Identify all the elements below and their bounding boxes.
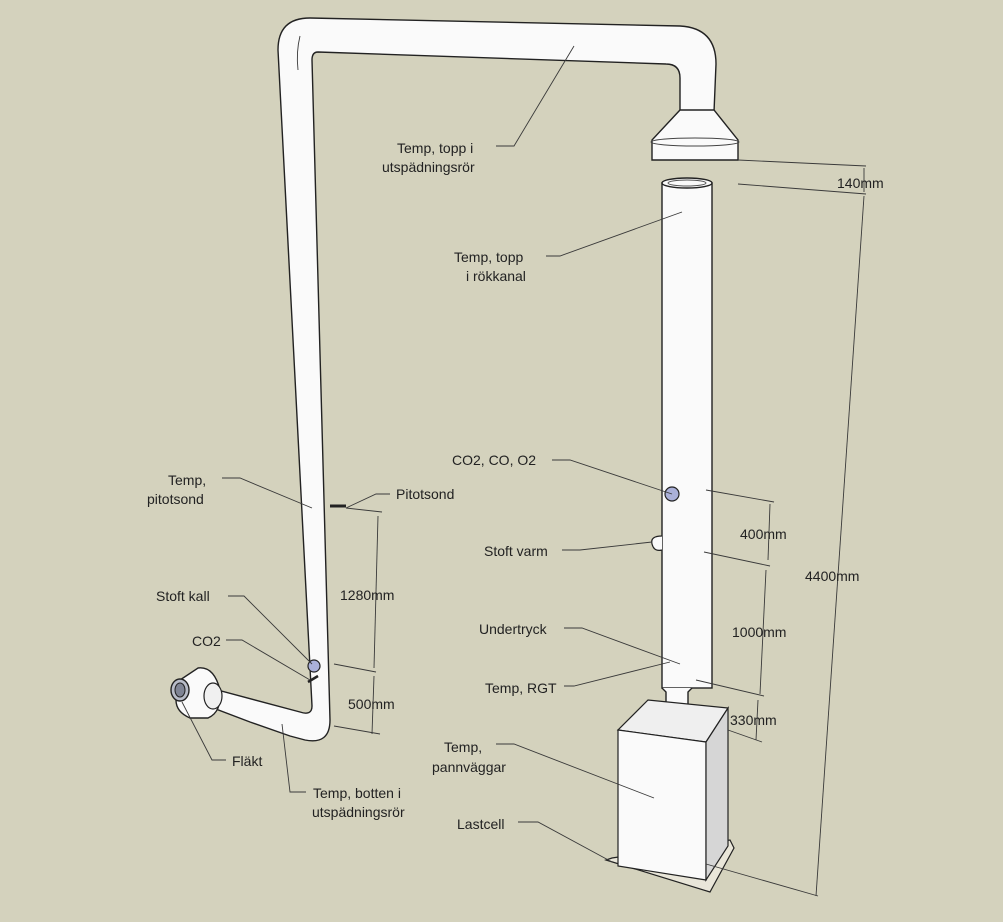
labels: Temp, topp i utspädningsrör Temp, topp i… — [147, 140, 884, 832]
label-co2: CO2 — [192, 633, 221, 649]
label-co2-co-o2: CO2, CO, O2 — [452, 452, 536, 468]
label-dust-cold: Stoft kall — [156, 588, 210, 604]
label-fan: Fläkt — [232, 753, 262, 769]
dimension-lines — [333, 159, 867, 897]
label-temp-top-dilution-line1: Temp, topp i — [397, 140, 473, 156]
label-underpressure: Undertryck — [479, 621, 548, 637]
dim-total-height: 4400mm — [805, 568, 859, 584]
leader-lines — [181, 45, 683, 863]
dim-stoft-to-rgt: 1000mm — [732, 624, 786, 640]
dim-hood-gap: 140mm — [837, 175, 884, 191]
dim-rgt-to-boiler: 330mm — [730, 712, 777, 728]
co2-port — [307, 674, 319, 684]
label-temp-top-flue-line1: Temp, topp — [454, 249, 523, 265]
label-temp-top-dilution-line2: utspädningsrör — [382, 159, 475, 175]
label-temp-boiler-walls-line1: Temp, — [444, 739, 482, 755]
label-temp-boiler-walls-line2: pannväggar — [432, 759, 506, 775]
label-pitot-probe: Pitotsond — [396, 486, 454, 502]
label-temp-bottom-dilution-line1: Temp, botten i — [313, 785, 401, 801]
warm-dust-port — [651, 535, 663, 551]
fan — [170, 667, 223, 719]
dim-sensor-spacing: 400mm — [740, 526, 787, 542]
label-temp-pitot-line2: pitotsond — [147, 491, 204, 507]
label-load-cell: Lastcell — [457, 816, 504, 832]
dim-pitot-to-dust: 1280mm — [340, 587, 394, 603]
flue-pipe — [651, 177, 713, 725]
label-temp-bottom-dilution-line2: utspädningsrör — [312, 804, 405, 820]
boiler — [604, 699, 735, 893]
dim-dust-to-bend: 500mm — [348, 696, 395, 712]
label-temp-top-flue-line2: i rökkanal — [466, 268, 526, 284]
label-temp-rgt: Temp, RGT — [485, 680, 557, 696]
dilution-pipe — [207, 17, 717, 742]
extraction-hood — [650, 109, 740, 161]
label-dust-warm: Stoft varm — [484, 543, 548, 559]
label-temp-pitot-line1: Temp, — [168, 472, 206, 488]
